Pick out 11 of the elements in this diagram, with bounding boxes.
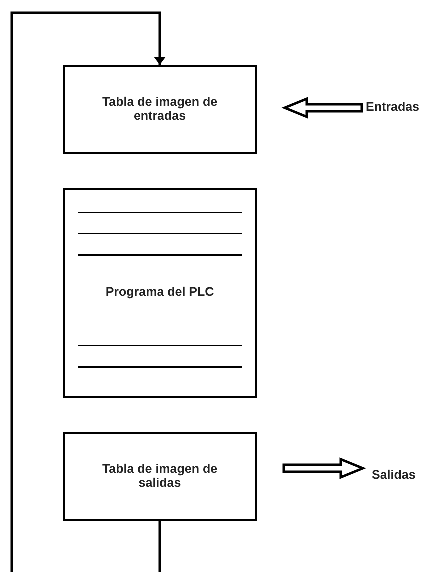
box-label: Programa del PLC [104, 286, 216, 300]
node-label: Salidas [372, 468, 416, 482]
node-label: Entradas [366, 100, 420, 114]
feedback-arrow [10, 12, 166, 572]
process-box [63, 65, 257, 154]
program-box [63, 188, 257, 398]
process-box [63, 432, 257, 521]
box-label: Tabla de imagen de salidas [101, 463, 219, 490]
hollow-arrow [282, 97, 364, 119]
hollow-arrow [282, 458, 366, 480]
box-label: Tabla de imagen de entradas [101, 96, 219, 123]
